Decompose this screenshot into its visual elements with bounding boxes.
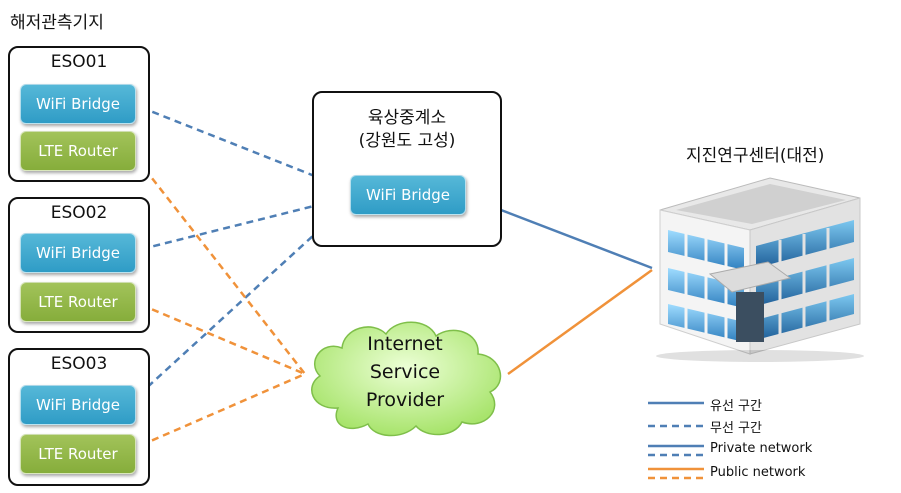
station-eso03: ESO03 WiFi Bridge LTE Router <box>8 348 150 486</box>
public-wireless-link-3 <box>129 372 306 452</box>
legend-lines <box>648 401 704 480</box>
relay-wifi-bridge: WiFi Bridge <box>350 175 466 215</box>
station-eso02-title: ESO02 <box>50 203 108 223</box>
building-icon <box>656 177 864 362</box>
station-eso02: ESO02 WiFi Bridge LTE Router <box>8 197 150 333</box>
station-eso01-wifi-bridge: WiFi Bridge <box>20 84 136 124</box>
station-eso03-lte-router: LTE Router <box>20 434 136 474</box>
isp-label: Internet Service Provider <box>330 330 480 414</box>
hq-title: 지진연구센터(대전) <box>686 146 825 166</box>
private-wireless-link-2 <box>129 195 351 254</box>
legend-wired-label: 유선 구간 <box>710 399 762 414</box>
private-wireless-link-3 <box>129 201 351 404</box>
station-eso01-lte-router: LTE Router <box>20 131 136 171</box>
isp-label-line1: Internet <box>367 333 443 355</box>
isp-cloud-icon <box>311 321 502 437</box>
isp-label-line3: Provider <box>365 389 445 411</box>
legend-public-label: Public network <box>710 465 806 480</box>
station-eso01-title: ESO01 <box>50 52 108 72</box>
station-eso03-title: ESO03 <box>50 354 108 374</box>
public-wired-link <box>507 268 653 376</box>
station-eso02-lte-router: LTE Router <box>20 282 136 322</box>
public-wireless-link-2 <box>129 298 306 376</box>
relay-station: 육상중계소 (강원도 고성) WiFi Bridge <box>312 91 502 247</box>
relay-title-line1: 육상중계소 <box>367 108 447 128</box>
relay-title-line2: (강원도 고성) <box>358 131 456 151</box>
station-eso03-wifi-bridge: WiFi Bridge <box>20 385 136 425</box>
legend-private-label: Private network <box>710 441 813 456</box>
legend-wireless-label: 무선 구간 <box>710 421 762 436</box>
station-eso01: ESO01 WiFi Bridge LTE Router <box>8 46 150 182</box>
public-wireless-link-1 <box>129 149 306 375</box>
isp-label-line2: Service <box>369 361 441 383</box>
station-eso02-wifi-bridge: WiFi Bridge <box>20 233 136 273</box>
subsea-stations-title: 해저관측기지 <box>10 13 104 33</box>
